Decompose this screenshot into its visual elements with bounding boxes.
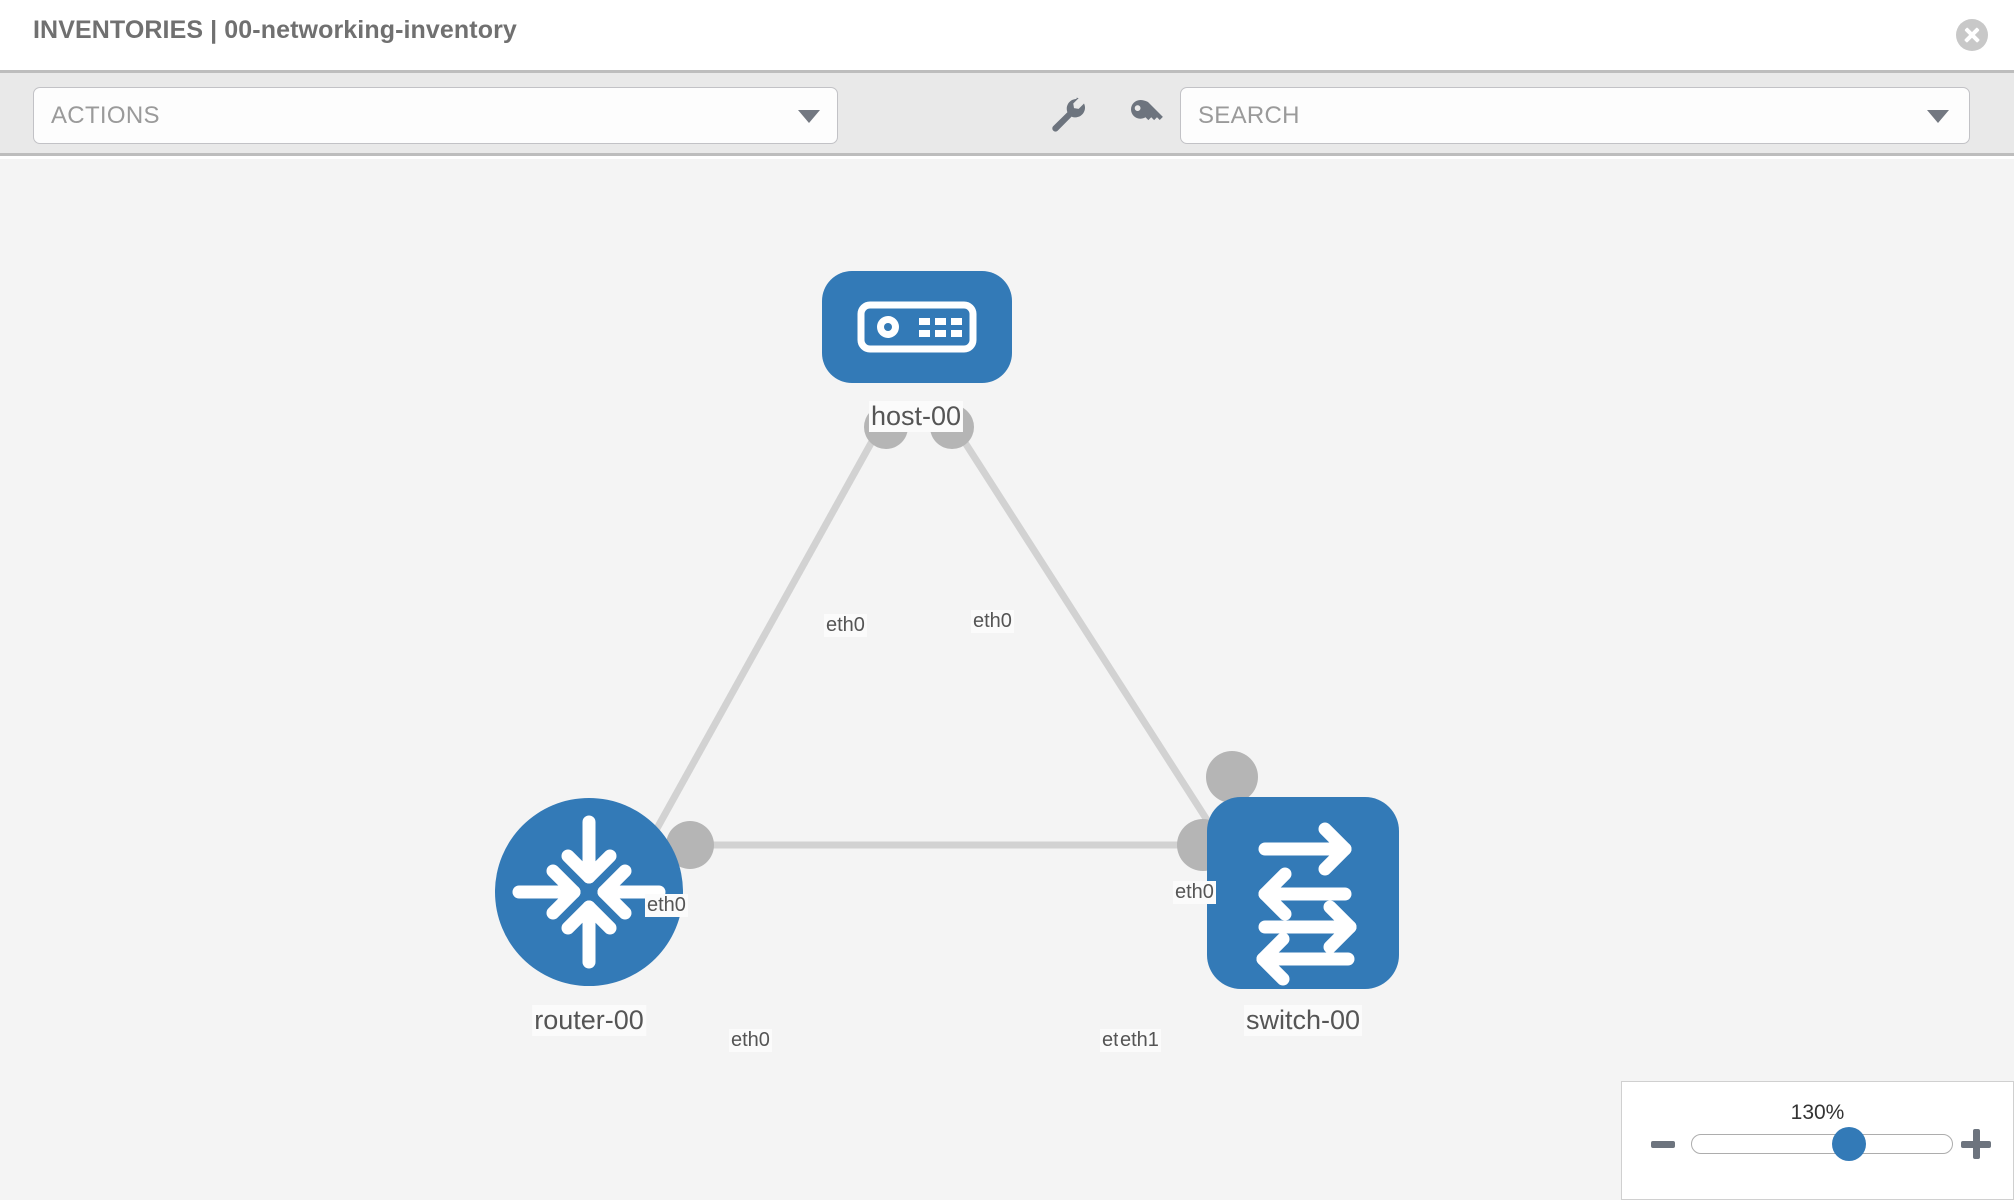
- node-host-00[interactable]: [822, 271, 1012, 383]
- topology-canvas[interactable]: host-00 router-00 switch-00 eth0 eth0 et…: [0, 159, 2014, 1200]
- actions-dropdown[interactable]: ACTIONS: [33, 87, 838, 144]
- port-router00-eth0[interactable]: [666, 821, 714, 869]
- actions-dropdown-label: ACTIONS: [51, 102, 160, 129]
- iface-label-switch00-eth0-uplink: eth0: [1173, 881, 1216, 904]
- node-label-switch-00: switch-00: [1243, 1005, 1363, 1036]
- node-label-host-00: host-00: [868, 401, 964, 432]
- plus-icon[interactable]: [1961, 1129, 1991, 1159]
- iface-label-switch00-eth1: eth1: [1118, 1029, 1161, 1052]
- zoom-slider-track[interactable]: [1691, 1134, 1953, 1154]
- topology-ports: [666, 405, 1258, 871]
- router-icon: [512, 815, 666, 969]
- chevron-down-icon: [798, 110, 820, 123]
- page-header: INVENTORIES | 00-networking-inventory: [0, 0, 2014, 70]
- topology-links: [636, 425, 1235, 861]
- port-switch00-eth0[interactable]: [1206, 751, 1258, 803]
- toolbar-icons: [1046, 93, 1168, 137]
- topology-graph: [495, 271, 1399, 989]
- wrench-icon[interactable]: [1046, 93, 1090, 137]
- link-host00-router00[interactable]: [636, 425, 884, 861]
- iface-label-router00-eth0: eth0: [729, 1029, 772, 1052]
- search-placeholder: SEARCH: [1198, 102, 1300, 129]
- search-input[interactable]: SEARCH: [1180, 87, 1970, 144]
- iface-label-router00-eth0-uplink: eth0: [645, 894, 688, 917]
- zoom-control-panel: 130%: [1621, 1081, 2014, 1200]
- page-title: INVENTORIES | 00-networking-inventory: [33, 16, 517, 44]
- server-icon: [857, 301, 977, 353]
- chevron-down-icon: [1927, 110, 1949, 123]
- node-router-00[interactable]: [495, 798, 683, 986]
- minus-icon[interactable]: [1651, 1141, 1675, 1148]
- node-label-router-00: router-00: [532, 1005, 646, 1036]
- plus-icon-stroke-v: [1972, 1129, 1980, 1159]
- node-switch-00[interactable]: [1207, 797, 1399, 989]
- switch-icon: [1256, 822, 1357, 986]
- key-icon[interactable]: [1124, 93, 1168, 137]
- toolbar: ACTIONS SEARCH: [0, 70, 2014, 156]
- zoom-percent-label: 130%: [1790, 1101, 1845, 1124]
- iface-label-host00-eth0-left: eth0: [824, 614, 867, 637]
- iface-label-host00-eth0-right: eth0: [971, 610, 1014, 633]
- link-host00-switch00[interactable]: [952, 425, 1235, 861]
- close-icon[interactable]: [1956, 19, 1988, 51]
- zoom-slider-thumb[interactable]: [1832, 1127, 1867, 1161]
